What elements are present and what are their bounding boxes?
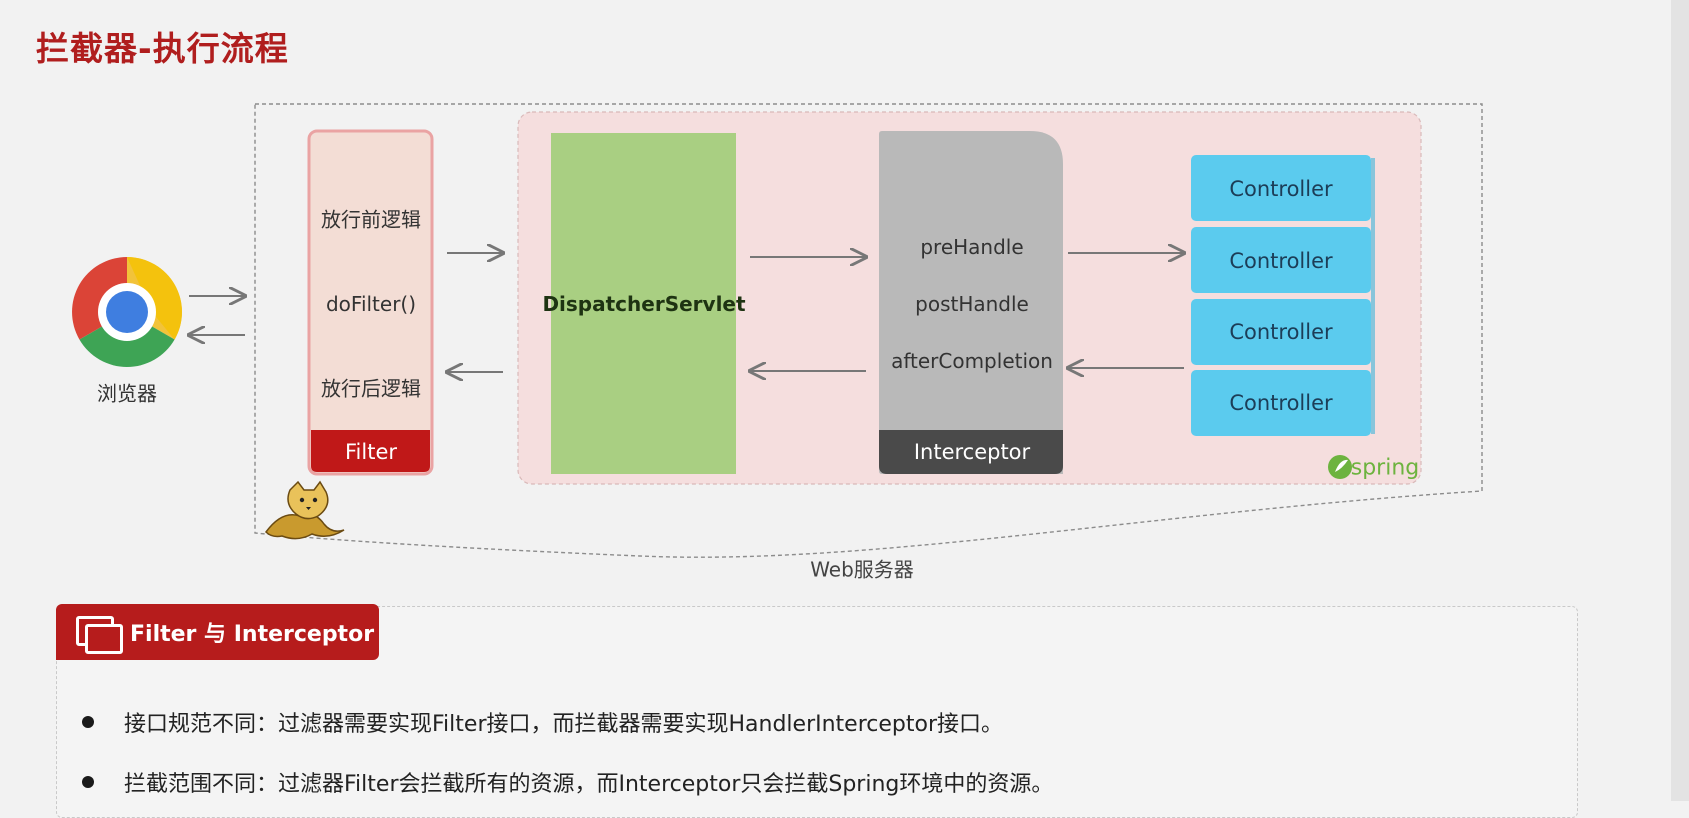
controller-label-2: Controller [1229, 249, 1333, 273]
controller-label-1: Controller [1229, 177, 1333, 201]
windows-stack-icon [76, 612, 123, 654]
panel-title: Filter 与 Interceptor [130, 622, 375, 647]
bullet-dot [82, 716, 94, 728]
filter-call-label: doFilter() [325, 292, 417, 316]
controller-box-1 [1191, 155, 1371, 221]
interceptor-method-posthandle: postHandle [915, 292, 1029, 316]
controller-box-4 [1191, 370, 1371, 436]
interceptor-name-label: Interceptor [913, 440, 1031, 464]
panel-header: Filter 与 Interceptor [56, 604, 379, 660]
filter-box [307, 129, 434, 476]
web-server-boundary [254, 103, 1483, 558]
dispatcher-servlet-label: DispatcherServlet [542, 292, 746, 316]
web-server-label: Web服务器 [810, 557, 914, 582]
bullet-text-2: 拦截范围不同：过滤器Filter会拦截所有的资源，而Interceptor只会拦… [124, 772, 1054, 797]
page-title: 拦截器-执行流程 [36, 29, 289, 68]
chrome-browser-icon [72, 257, 182, 367]
spring-logo-text: spring [1350, 455, 1420, 481]
spring-logo [1328, 455, 1352, 479]
filter-before-label: 放行前逻辑 [321, 207, 421, 232]
filter-label-bar [311, 430, 430, 472]
tomcat-cat-icon [265, 480, 345, 540]
controller-label-4: Controller [1229, 391, 1333, 415]
flow-diagram [72, 103, 1483, 558]
controller-stack-shadow [1371, 158, 1375, 434]
filter-name-label: Filter [344, 440, 398, 464]
controller-box-3 [1191, 299, 1371, 365]
controller-box-2 [1191, 227, 1371, 293]
filter-after-label: 放行后逻辑 [321, 376, 421, 401]
interceptor-box [879, 131, 1063, 474]
browser-label: 浏览器 [97, 381, 157, 406]
controller-label-3: Controller [1229, 320, 1333, 344]
bullet-text-1: 接口规范不同：过滤器需要实现Filter接口，而拦截器需要实现HandlerIn… [124, 712, 1003, 737]
bullet-item-1: 接口规范不同：过滤器需要实现Filter接口，而拦截器需要实现HandlerIn… [82, 706, 1003, 738]
dispatcher-servlet-box [551, 133, 736, 474]
interceptor-method-prehandle: preHandle [920, 235, 1024, 259]
bullet-dot [82, 776, 94, 788]
interceptor-method-aftercompletion: afterCompletion [891, 349, 1053, 373]
right-scroll-edge [1671, 0, 1689, 801]
bullet-item-2: 拦截范围不同：过滤器Filter会拦截所有的资源，而Interceptor只会拦… [82, 766, 1053, 798]
interceptor-label-bar [879, 430, 1063, 474]
